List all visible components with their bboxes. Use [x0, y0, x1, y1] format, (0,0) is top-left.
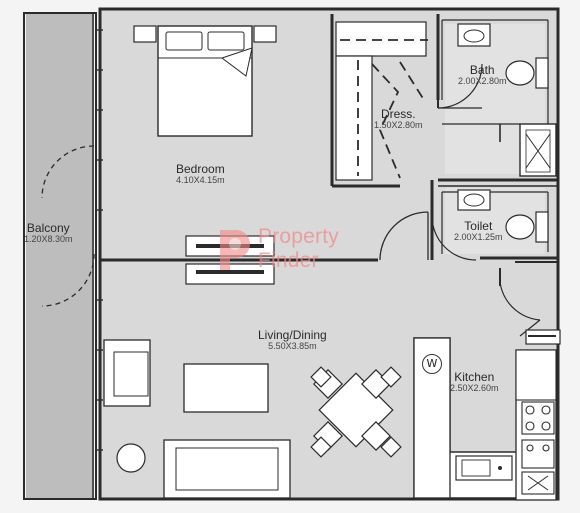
sofa — [163, 439, 291, 499]
room-name-kitchen: Kitchen — [454, 370, 495, 384]
room-name-bedroom: Bedroom — [176, 162, 225, 176]
room-label-dress: Dress. 1.50X2.80m — [374, 107, 423, 131]
watermark-logo-icon — [220, 230, 250, 270]
side-table — [116, 443, 146, 473]
kitchen-sink — [455, 455, 513, 481]
bed — [133, 25, 277, 137]
bedroom-door — [379, 211, 429, 261]
toilet-fixtures — [457, 189, 549, 243]
dining-set — [310, 366, 402, 458]
room-label-kitchen: Kitchen 2.50X2.60m — [450, 370, 499, 394]
room-label-balcony: Balcony 1.20X8.30m — [24, 221, 73, 245]
room-name-balcony: Balcony — [26, 221, 70, 235]
room-name-dress: Dress. — [380, 107, 416, 121]
kitchen-door — [498, 269, 541, 337]
room-dims-dress: 1.50X2.80m — [374, 120, 423, 131]
outer-walls — [23, 7, 560, 501]
balcony-floor — [26, 14, 94, 498]
wardrobe — [335, 21, 428, 181]
window-mullions — [97, 29, 103, 451]
bath-fixtures — [442, 23, 557, 177]
toilet-door — [431, 215, 477, 261]
watermark-text: Property Finder — [258, 225, 339, 273]
room-dims-balcony: 1.20X8.30m — [24, 234, 73, 245]
room-dims-bedroom: 4.10X4.15m — [176, 175, 225, 186]
room-dims-kitchen: 2.50X2.60m — [450, 383, 499, 394]
room-name-toilet: Toilet — [464, 219, 493, 233]
room-label-living: Living/Dining 5.50X3.85m — [258, 328, 327, 352]
room-dims-living: 5.50X3.85m — [268, 341, 317, 352]
room-name-living: Living/Dining — [258, 328, 327, 342]
property-finder-watermark: Property Finder — [212, 224, 339, 274]
watermark-line2: Finder — [258, 249, 319, 272]
coffee-table — [183, 363, 269, 413]
room-dims-toilet: 2.00X1.25m — [454, 232, 503, 243]
room-name-bath: Bath — [469, 63, 495, 77]
armchair — [103, 339, 151, 407]
room-label-bath: Bath 2.00X2.80m — [458, 63, 507, 87]
washer-icon: W — [422, 354, 442, 374]
bath-door — [437, 63, 483, 109]
watermark-line1: Property — [258, 225, 339, 248]
room-label-bedroom: Bedroom 4.10X4.15m — [176, 162, 225, 186]
balcony-doors — [41, 145, 95, 307]
room-dims-bath: 2.00X2.80m — [458, 76, 507, 87]
room-label-toilet: Toilet 2.00X1.25m — [454, 219, 503, 243]
cooktop — [521, 401, 555, 495]
